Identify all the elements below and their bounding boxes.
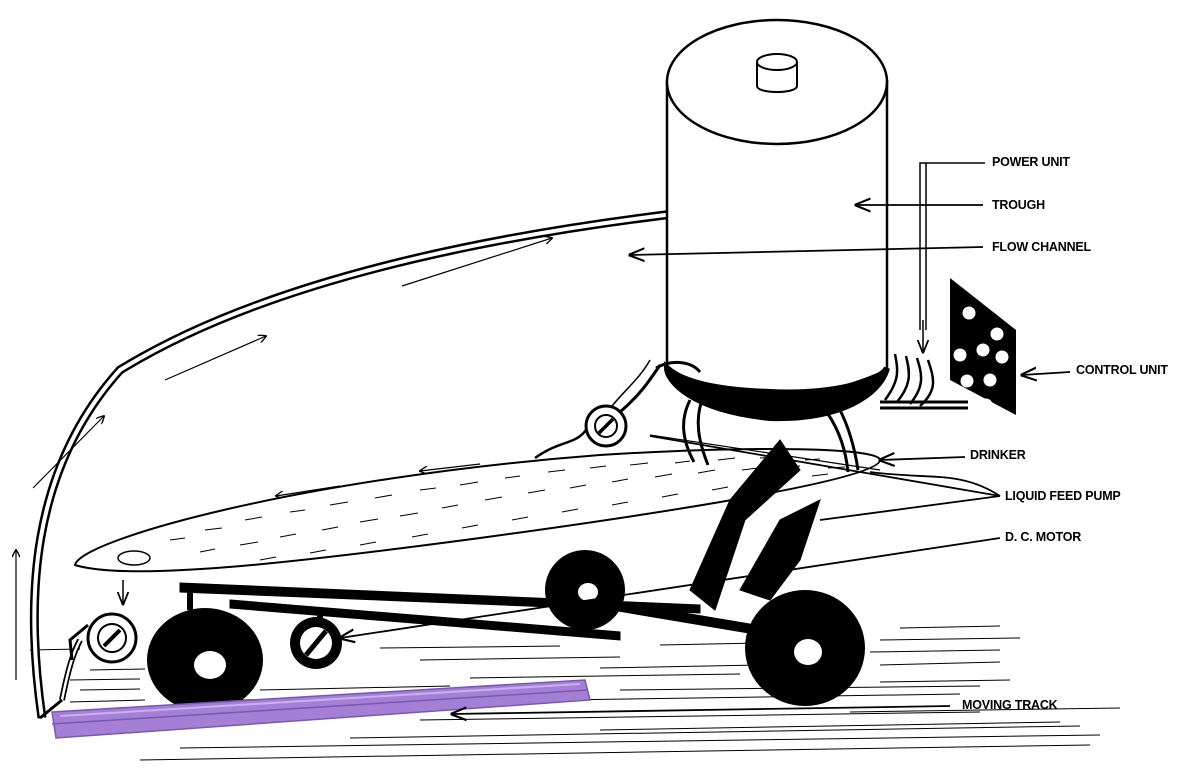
moving-track [51,679,591,739]
dc-motor [290,617,342,669]
leader-lines [340,205,1071,714]
liquid-feed-pump-lower [68,580,138,664]
wheel-rear [745,590,865,706]
liquid-feed-pump-upper [534,359,662,460]
power-unit-leader [920,162,985,352]
wheel-middle [545,550,625,630]
trough-cap [756,53,798,93]
label-drinker: DRINKER [970,448,1026,462]
wheels [147,550,865,712]
label-liquid-feed-pump: LIQUID FEED PUMP [1005,489,1121,503]
trough-cylinder [655,18,890,422]
control-unit [880,278,1016,415]
trough-outlet-pipes [649,399,881,473]
label-power-unit: POWER UNIT [992,155,1070,169]
label-trough: TROUGH [992,198,1045,212]
flow-arrows [16,238,552,680]
label-dc-motor: D. C. MOTOR [1005,530,1082,544]
label-moving-track: MOVING TRACK [962,698,1058,712]
wheel-front-left [147,608,263,712]
label-flow-channel: FLOW CHANNEL [992,240,1091,254]
label-control-unit: CONTROL UNIT [1076,363,1168,377]
